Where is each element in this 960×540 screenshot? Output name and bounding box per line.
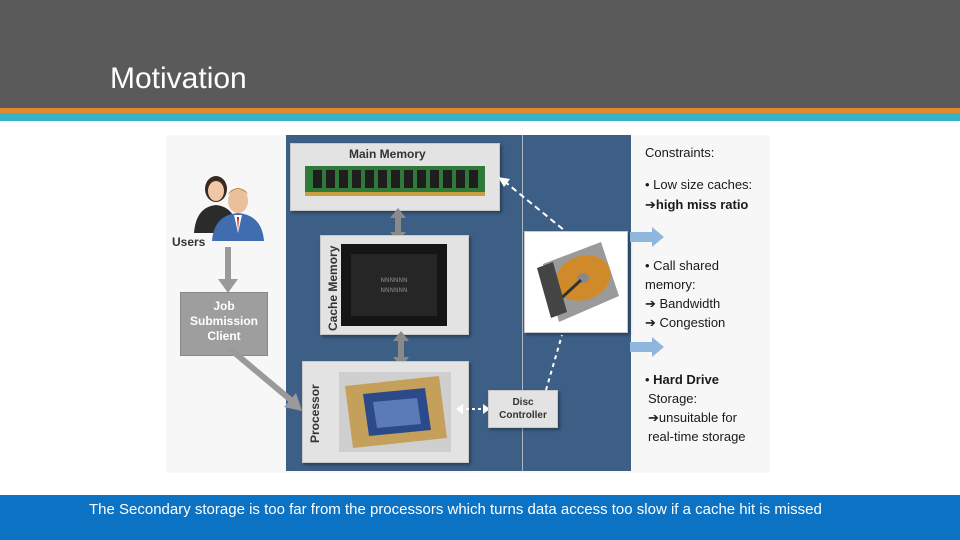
footer-caption: The Secondary storage is too far from th…	[89, 501, 822, 518]
users-to-client-arrow	[218, 247, 238, 293]
users-label: Users	[172, 235, 206, 249]
constraint-arrow-1	[630, 227, 664, 247]
job-client-line3: Client	[207, 329, 241, 343]
constraint-3-line3: ➔unsuitable for	[648, 410, 737, 425]
job-submission-client: Job Submission Client	[180, 292, 268, 356]
panel-divider	[522, 135, 523, 471]
hard-drive-box	[524, 231, 628, 333]
arrow-icon: ➔	[645, 197, 656, 212]
processor-chip-icon	[339, 372, 451, 452]
cache-chip-icon: NNNNNN NNNNNN	[341, 244, 447, 326]
processor-controller-arrow	[456, 404, 490, 414]
constraint-2-line1: • Call shared	[645, 258, 719, 273]
constraint-1-line1: • Low size caches:	[645, 177, 753, 192]
disc-controller-line1: Disc	[512, 397, 534, 408]
slide-title: Motivation	[110, 62, 247, 95]
constraint-arrow-2	[630, 337, 664, 357]
disc-controller-box: Disc Controller	[488, 390, 558, 428]
orange-stripe	[0, 108, 960, 113]
main-memory-box: Main Memory	[290, 143, 500, 211]
processor-label: Processor	[308, 384, 322, 443]
hard-drive-icon	[537, 242, 619, 322]
footer-bar: The Secondary storage is too far from th…	[0, 495, 960, 540]
constraint-3-line2: Storage:	[648, 391, 698, 406]
constraints-title: Constraints:	[645, 145, 715, 160]
memory-module-icon	[305, 166, 485, 196]
main-memory-label: Main Memory	[349, 147, 426, 161]
teal-stripe	[0, 113, 960, 121]
memory-harddrive-dashed-arrow	[498, 177, 571, 391]
constraint-2-line2: memory:	[645, 277, 696, 292]
constraint-3-line4: real-time storage	[648, 429, 746, 444]
svg-text:NNNNNN: NNNNNN	[381, 277, 408, 284]
arrow-icon: ➔	[645, 296, 660, 311]
constraint-2-line4: ➔ Congestion	[645, 315, 726, 330]
job-client-line1: Job	[213, 299, 235, 313]
client-to-processor-arrow	[228, 347, 302, 411]
cache-memory-label: Cache Memory	[326, 245, 340, 331]
job-client-line2: Submission	[189, 314, 258, 328]
svg-text:NNNNNN: NNNNNN	[381, 287, 408, 294]
arrow-icon: ➔	[645, 315, 660, 330]
processor-box	[302, 361, 469, 463]
arrow-icon: ➔	[648, 410, 659, 425]
cache-memory-box: NNNNNN NNNNNN	[320, 235, 469, 335]
diagram: Users Job Submission Client Main Memory	[166, 135, 770, 473]
users-icon	[194, 176, 264, 241]
memory-cache-arrow	[390, 208, 406, 242]
cache-processor-arrow	[393, 331, 409, 367]
header-bar: Motivation	[0, 0, 960, 108]
constraint-3-line1: • Hard Drive	[645, 372, 719, 387]
disc-controller-line2: Controller	[499, 410, 547, 421]
constraint-2-line3: ➔ Bandwidth	[645, 296, 721, 311]
constraint-1-line2: ➔high miss ratio	[645, 197, 749, 212]
